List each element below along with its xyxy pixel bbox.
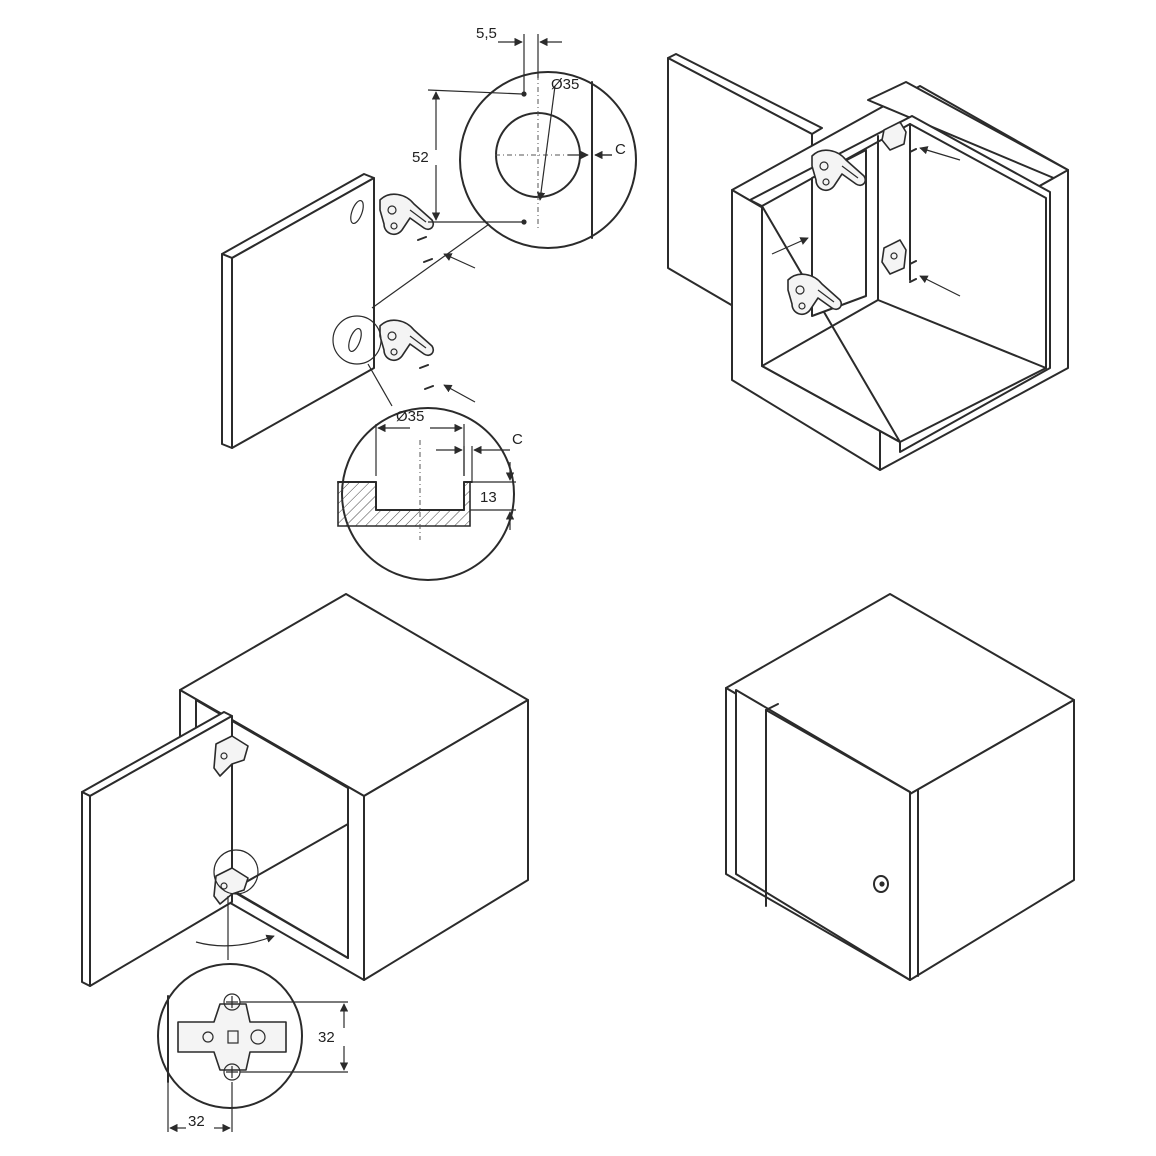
diameter-label-section: Ø35 — [396, 408, 424, 425]
diameter-label-front: Ø35 — [551, 76, 579, 93]
knob-icon — [873, 875, 889, 893]
front-detail-circle: Ø35 C — [459, 71, 637, 249]
edge-distance-label-section: C — [512, 431, 523, 448]
cabinet-open-door-view: 32 32 — [81, 593, 529, 1133]
hinge-icon — [379, 193, 435, 236]
spacing-label: 52 — [412, 149, 429, 166]
door-slab — [221, 173, 375, 449]
edge-distance-label-front: C — [615, 141, 626, 158]
cabinet-closed-view — [725, 593, 1075, 981]
cabinet-interior-view — [667, 53, 1069, 471]
detail-marker — [332, 315, 382, 365]
door-drilling-panel: Ø35 C 5,5 52 — [221, 25, 637, 581]
hinge-icon — [213, 867, 249, 905]
offset-label: 5,5 — [476, 25, 497, 42]
mounting-plate-icon — [881, 121, 907, 151]
screws — [417, 236, 434, 390]
hinge-icon — [213, 735, 249, 777]
mounting-plate-icon — [881, 239, 907, 275]
hinge-icon — [379, 319, 435, 362]
section-detail-circle: Ø35 C 13 — [337, 407, 523, 581]
cup-depth-label: 13 — [480, 489, 497, 506]
spacing-dimension: 52 — [412, 89, 523, 223]
plate-detail-circle: 32 32 — [157, 963, 349, 1133]
plate-height-label: 32 — [318, 1029, 335, 1046]
plate-offset-label: 32 — [188, 1113, 205, 1130]
offset-dimension: 5,5 — [476, 25, 562, 94]
detail-marker — [213, 849, 259, 895]
